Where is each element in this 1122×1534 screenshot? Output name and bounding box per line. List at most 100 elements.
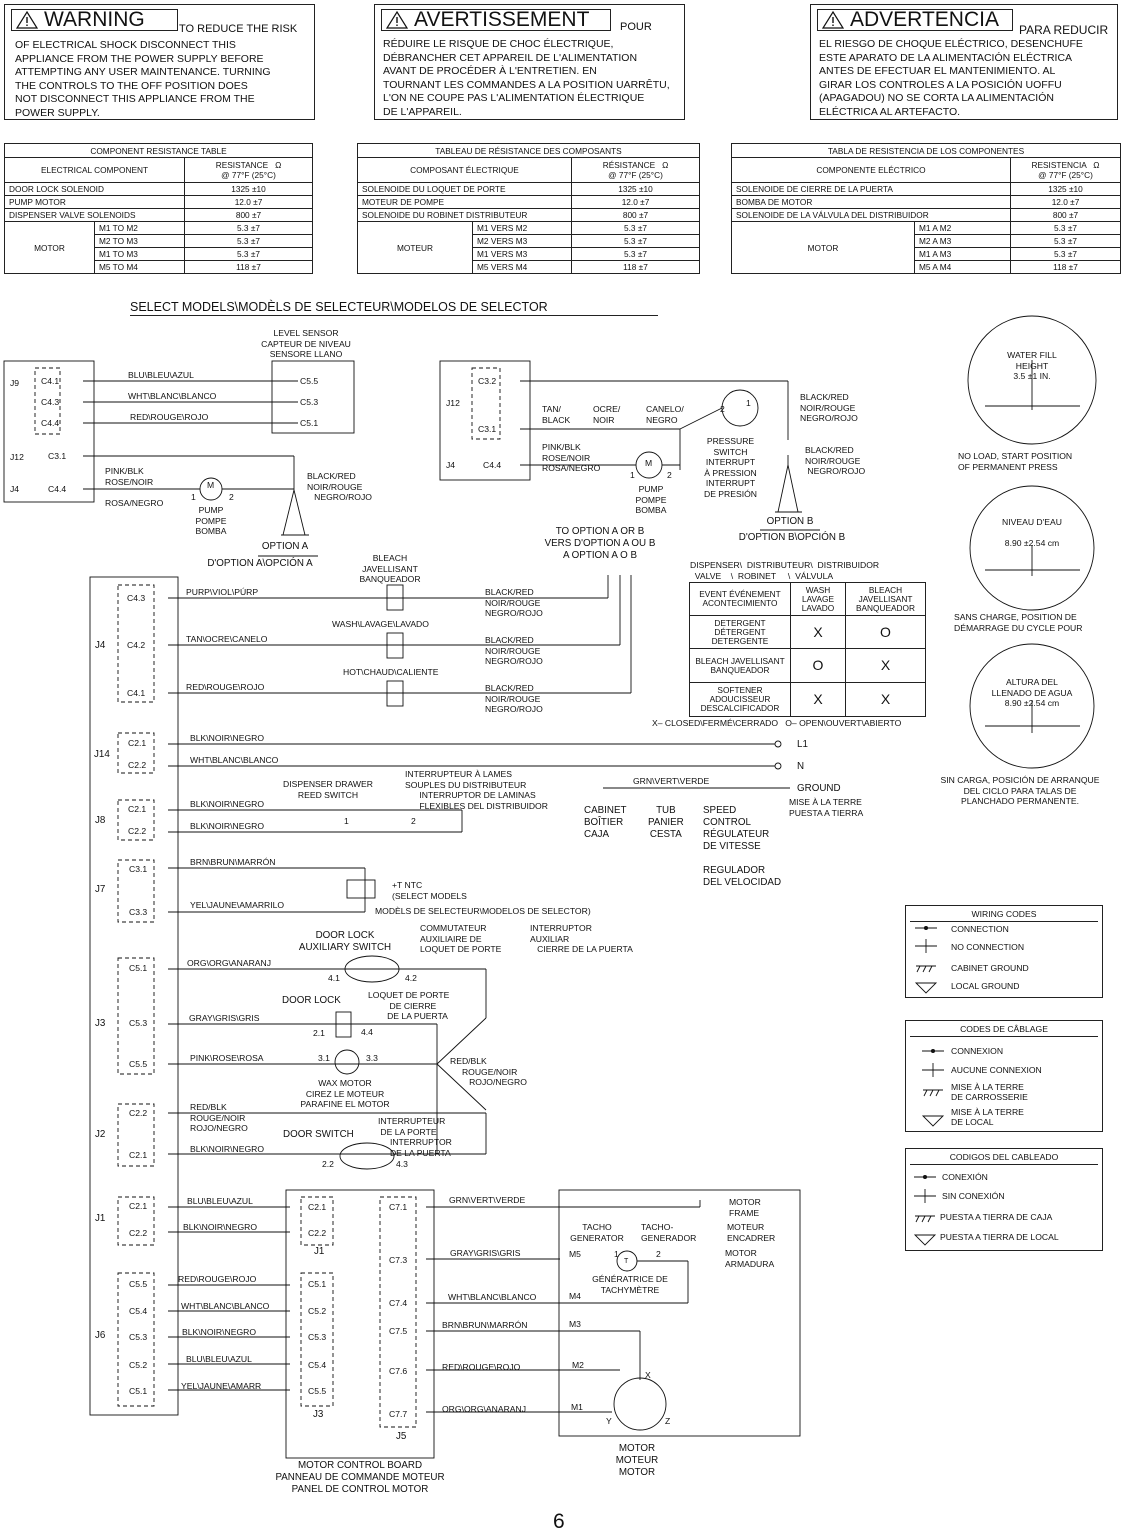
wire-label: BLK\NOIR\NEGRO [190,733,265,743]
sensor-pin: C5.1 [300,418,319,428]
dial-caption: SANS CHARGE, POSITION DE DÉMARRAGE DU CY… [954,612,1083,633]
pin-label: 2.2 [322,1159,334,1169]
connector-label: C5.3 [129,1332,148,1342]
table-header: BLEACH JAVELLISANT BANQUEADOR [845,582,926,616]
connector-label: C4.4 [483,460,502,470]
legend-item: CONNEXION [951,1046,1004,1056]
pin-label: 1 [614,1249,619,1259]
warning-text: RÉDUIRE LE RISQUE DE CHOC ÉLECTRIQUE,DÉB… [383,38,670,118]
table-cell: MOTEUR [357,221,473,274]
motor-control-board-label: MOTOR CONTROL BOARD PANNEAU DE COMMANDE … [275,1460,445,1495]
wire-label: BLACK/RED NOIR/ROUGE NEGRO/ROJO [485,683,543,714]
ntc-sub-label: MODÈLS DE SELECTEUR\MODELOS DE SELECTOR) [375,906,591,916]
wire-label: TAN\OCRE\CANELO [186,634,268,644]
wire-label: RED\ROUGE\ROJO [186,682,265,692]
connector-label: J4 [95,640,106,651]
connector-label: J1 [95,1213,106,1224]
wire-label: ORG\ORG\ANARANJ [442,1404,527,1414]
table-cell: 118 ±7 [184,260,313,274]
connector-label: C3.1 [478,424,497,434]
table-header: COMPOSANT ÉLECTRIQUE [357,157,572,183]
legend-title: CODES DE CÂBLAGE [910,1021,1098,1037]
warning-title-box: WARNING [11,9,178,31]
connector-label: C4.1 [127,688,146,698]
hot-label: HOT\CHAUD\CALIENTE [343,667,439,677]
dial-caption: SIN CARGA, POSICIÓN DE ARRANQUE DEL CICL… [940,775,1100,806]
table-cell: O [845,615,926,649]
dial-en: WATER FILL HEIGHT 3.5 ±1 IN. [1007,350,1057,381]
table-header: ELECTRICAL COMPONENT [4,157,185,183]
connector-label: C5.1 [129,963,148,973]
table-header: RESISTANCE Ω@ 77°F (25°C) [184,157,313,183]
pin-label: 2 [667,470,672,480]
wire-label: BLU\BLEU\AZUL [187,1196,253,1206]
wire-label: BLK\NOIR\NEGRO [190,821,265,831]
connector-label: C2.1 [129,1150,148,1160]
legend-symbols [914,925,938,994]
wire-label: OCRE/ NOIR [593,404,621,425]
connector-label: J4 [446,460,456,470]
phase-label: Y [606,1416,612,1426]
warning-title-box: ADVERTENCIA [817,9,1013,31]
page-number: 6 [553,1510,565,1533]
pin-label: 1 [746,398,751,408]
tacho-es-label: TACHO- GENERADOR [641,1222,697,1243]
table-cell: MOTOR [731,221,915,274]
warning-lead: PARA REDUCIR [1019,23,1109,37]
wire-label: BLK\NOIR\NEGRO [190,799,265,809]
board-pin: C7.4 [389,1298,408,1308]
connector-label: C2.1 [129,1201,148,1211]
connector-label: J9 [10,378,20,388]
legend-item: PUESTA A TIERRA DE LOCAL [940,1232,1059,1242]
connector-label: C5.3 [129,1018,148,1028]
board-pin: C2.1 [308,1202,327,1212]
wire-label: PINK/BLK ROSE/NOIR ROSA/NEGRO [542,442,601,473]
motor-frame-label: MOTOR FRAME [729,1197,761,1218]
legend-title: WIRING CODES [910,906,1098,922]
wire-label: BLK\NOIR\NEGRO [183,1222,258,1232]
warning-title: WARNING [44,8,145,31]
connector-label: J14 [94,749,110,760]
connector-label: C3.2 [478,376,497,386]
valve-legend: X– CLOSED\FERMÉ\CERRADO O– OPEN\OUVERT\A… [652,718,902,728]
l1-label: L1 [797,739,808,750]
wire-label: BLACK/RED NOIR/ROUGE NEGRO/ROJO [805,445,866,476]
legend-item: PUESTA A TIERRA DE CAJA [940,1212,1053,1222]
wire-label: WHT\BLANC\BLANCO [128,391,217,401]
door-lock-label: DOOR LOCK [282,995,341,1006]
board-pin: C7.3 [389,1255,408,1265]
connector-label: C4.3 [127,593,146,603]
table-cell: MOTOR [4,221,95,274]
connector-label: C4.3 [41,397,60,407]
board-pin: C7.6 [389,1366,408,1376]
legend-item: CABINET GROUND [951,963,1029,973]
pin-label: 3.3 [366,1053,378,1063]
table-cell: SOFTENER ADOUCISSEUR DESCALCIFICADOR [689,682,791,717]
tub-label: TUB PANIER CESTA [648,805,684,840]
connector-label: C2.1 [128,804,147,814]
legend-item: CONNECTION [951,924,1009,934]
board-pin: C5.3 [308,1332,327,1342]
table-header: EVENT ÉVÉNEMENT ACONTECIMIENTO [689,582,791,616]
select-models-heading: SELECT MODELS\MODÈLS DE SELECTEUR\MODELO… [130,300,658,316]
warning-lead: TO REDUCE THE RISK [179,23,298,35]
wire-label: YEL\JAUNE\AMARRILO [190,900,285,910]
connector-label: C4.4 [48,484,67,494]
motor-armadura-label: MOTOR ARMADURA [725,1248,775,1269]
pin-label: 2.1 [313,1028,325,1038]
wire-label: ORG\ORG\ANARANJ [187,958,272,968]
wire-label: PURP\VIOL\PÚRP [186,587,259,597]
resistance-table-es: TABLA DE RESISTENCIA DE LOS COMPONENTES … [731,143,1121,274]
table-cell: M5 TO M4 [94,260,185,274]
warning-triangle-icon [386,11,408,29]
connector-label: C5.5 [129,1279,148,1289]
pin-label: 2 [656,1249,661,1259]
legend-symbols [913,1174,937,1246]
aux-switch-es-label: INTERRUPTOR AUXILIAR CIERRE DE LA PUERTA [530,923,633,954]
board-pin: C5.1 [308,1279,327,1289]
legend-item: NO CONNECTION [951,942,1025,952]
table-cell: X [845,648,926,683]
connector-label: C2.2 [129,1228,148,1238]
